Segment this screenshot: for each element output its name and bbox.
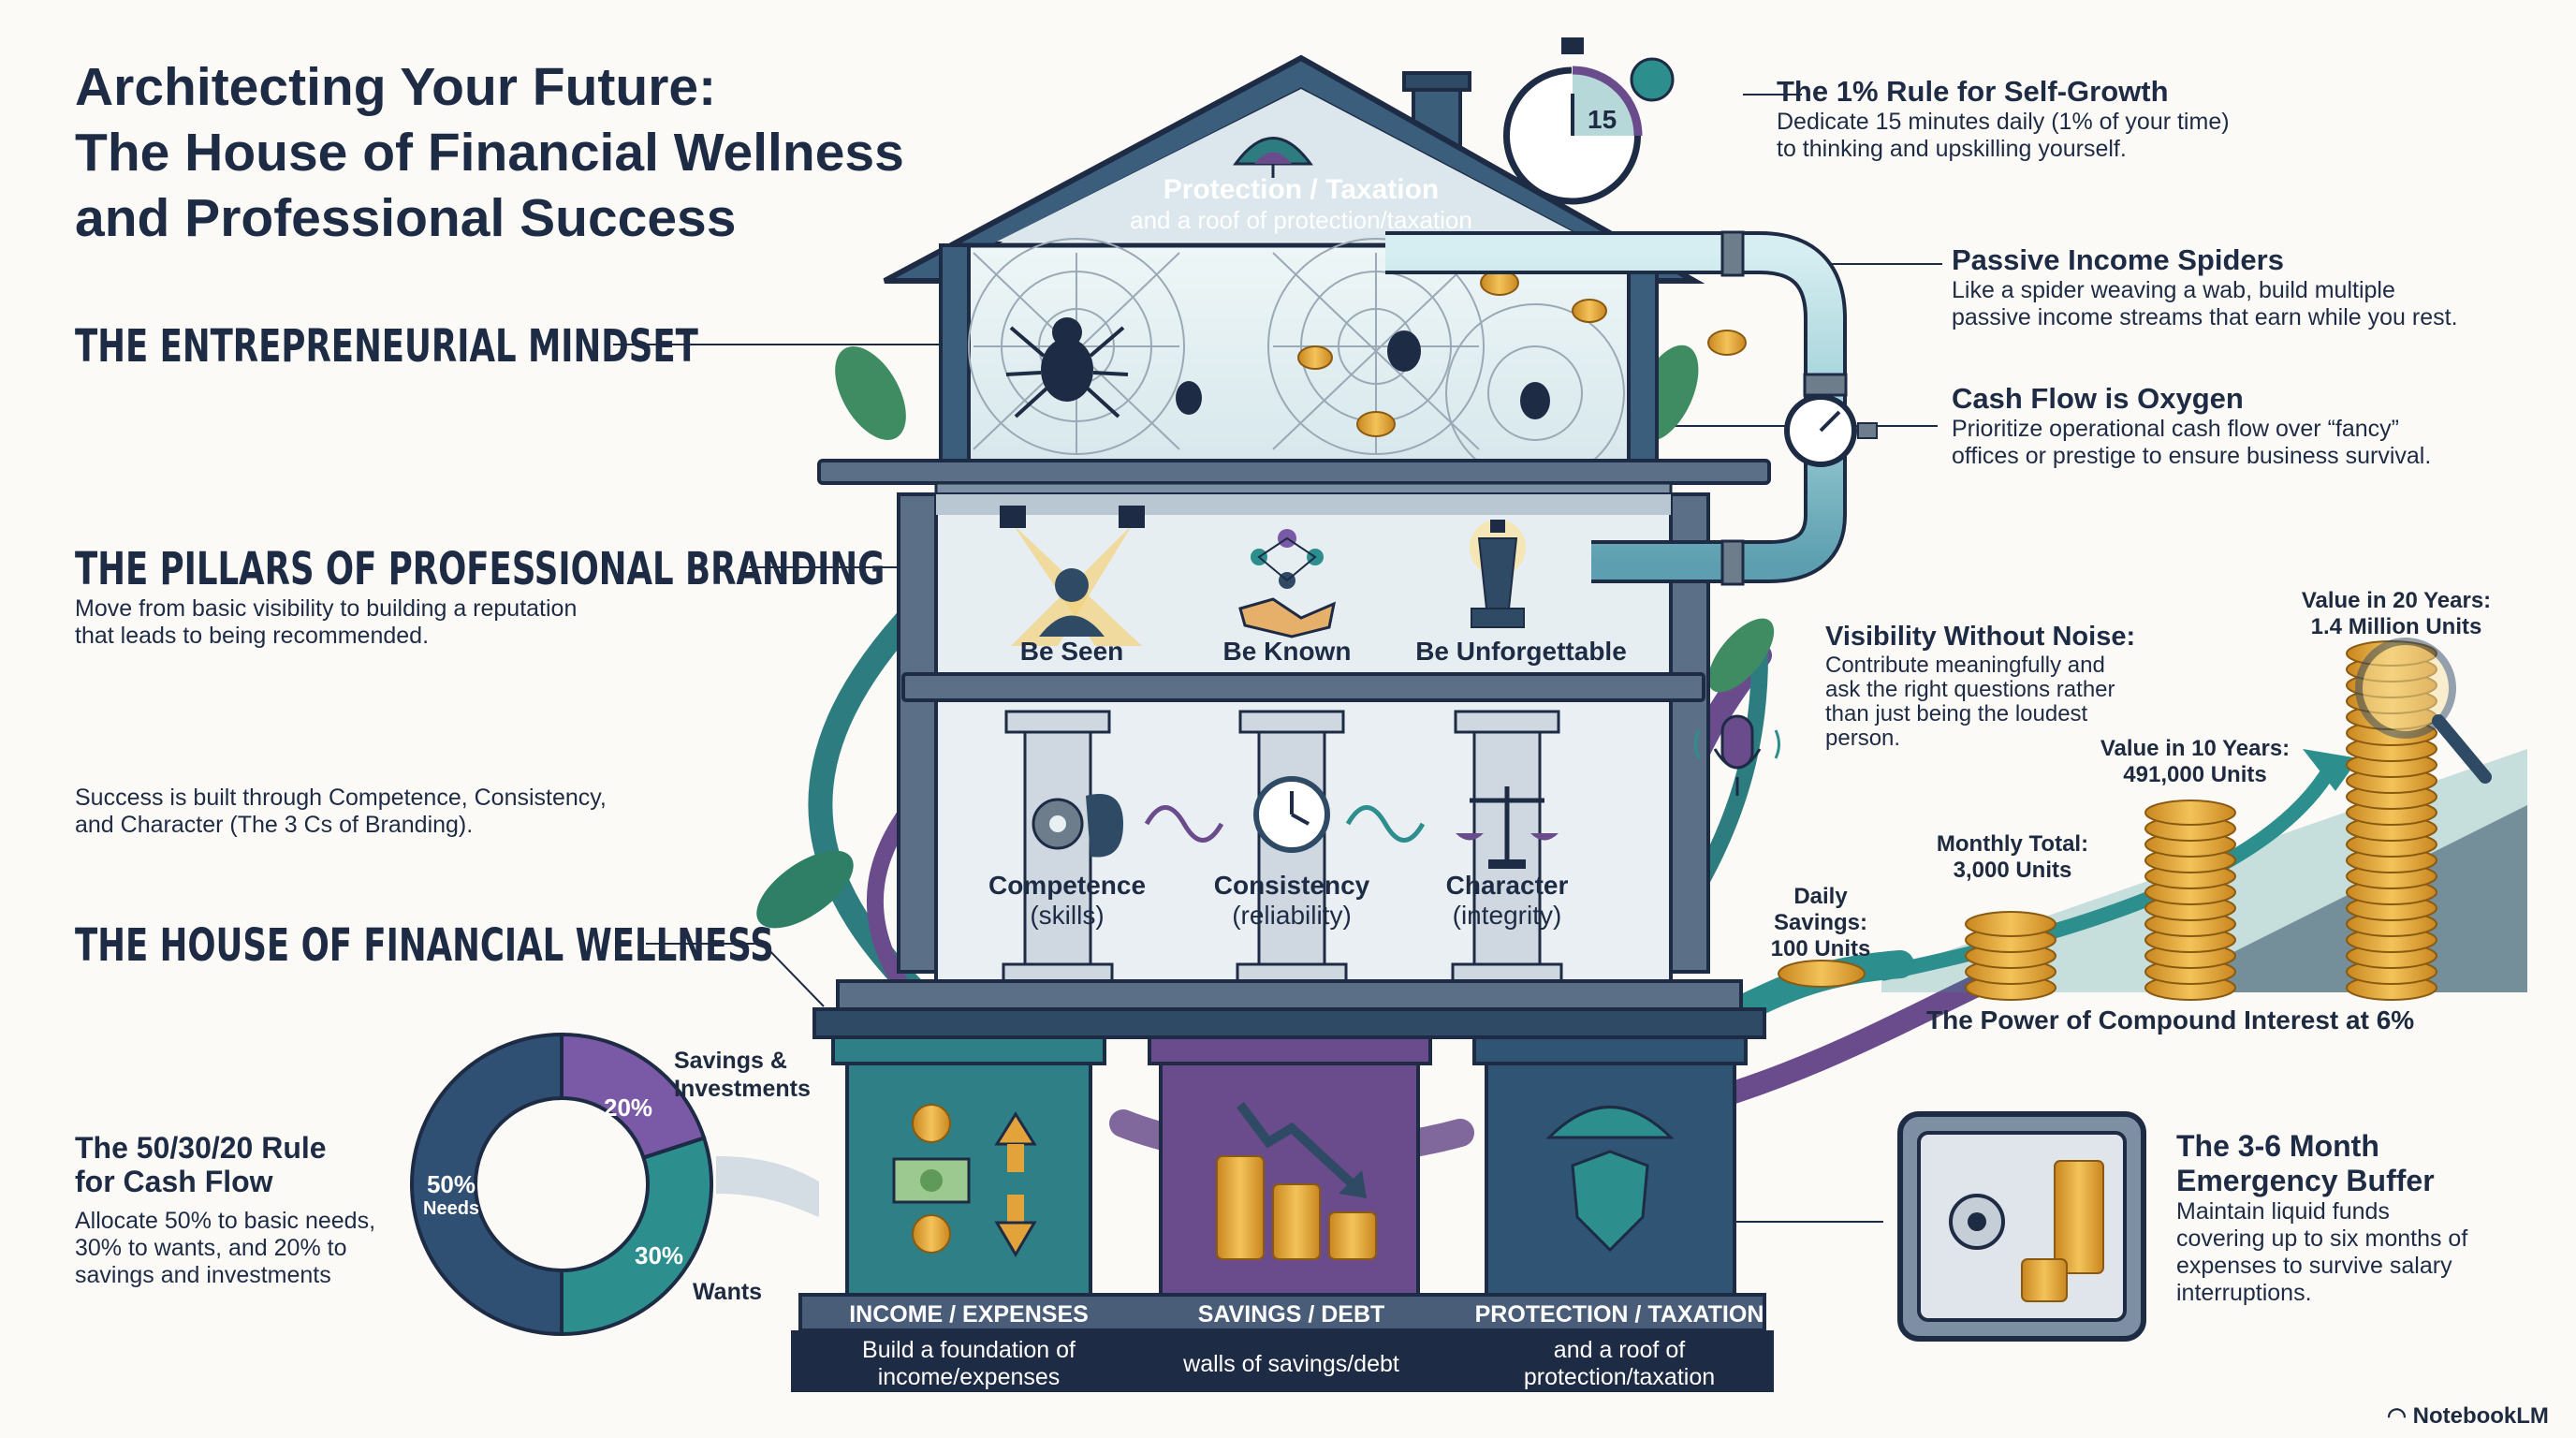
person-spotlight-icon — [1000, 506, 1145, 646]
rule-50-30-20-title: The 50/30/20 Rule for Cash Flow — [75, 1131, 327, 1198]
chess-king-icon — [1470, 520, 1526, 628]
savings-slice — [560, 1032, 707, 1161]
title-line-2: The House of Financial Wellness — [75, 123, 904, 183]
emergency-callout: The 3-6 Month Emergency Buffer Maintain … — [2176, 1129, 2468, 1306]
coin-stack-2-coin — [2144, 800, 2236, 826]
umbrella-shield-icon — [1545, 1106, 1675, 1253]
pillars-description: Move from basic visibility to building a… — [75, 595, 578, 649]
success-description: Success is built through Competence, Con… — [75, 785, 607, 838]
character-label: Character (integrity) — [1445, 871, 1569, 930]
oxygen-pipe — [1385, 230, 1848, 586]
compound-caption: The Power of Compound Interest at 6% — [1926, 1005, 2415, 1034]
falling-coins-icon — [1216, 1102, 1377, 1260]
spider-icons — [1041, 317, 1550, 419]
roof-label: Protection / Taxation and a roof of prot… — [1130, 174, 1472, 234]
passive-income-callout: Passive Income Spiders Like a spider wea… — [1952, 243, 2458, 330]
pressure-gauge-icon — [1784, 394, 1878, 467]
scales-icon — [1456, 786, 1559, 869]
consistency-label: Consistency (reliability) — [1213, 871, 1370, 930]
wants-percent: 30% — [635, 1241, 684, 1269]
title-line-1: Architecting Your Future: — [75, 57, 717, 117]
needs-label: 50% Needs — [423, 1170, 480, 1219]
wants-slice — [560, 1136, 713, 1337]
safe-icon — [1897, 1111, 2146, 1342]
rule-50-30-20-description: Allocate 50% to basic needs, 30% to want… — [75, 1208, 376, 1288]
wants-label: Wants — [693, 1279, 763, 1305]
stopwatch-icon — [1503, 37, 1675, 205]
pillars-heading: THE PILLARS OF PROFESSIONAL BRANDING — [75, 543, 886, 595]
be-unforgettable-label: Be Unforgettable — [1415, 637, 1627, 666]
coin-stack-1-coin — [1965, 911, 2056, 937]
savings-percent: 20% — [604, 1093, 653, 1122]
savings-debt-desc: walls of savings/debt — [1183, 1351, 1399, 1377]
twenty-year-label: Value in 20 Years: 1.4 Million Units — [2301, 588, 2492, 639]
cash-flow-callout: Cash Flow is Oxygen Prioritize operation… — [1952, 382, 2432, 469]
savings-debt-label: SAVINGS / DEBT — [1197, 1301, 1385, 1328]
be-known-label: Be Known — [1222, 637, 1352, 666]
microphone-icon — [1694, 714, 1780, 796]
magnifier-icon — [2355, 638, 2456, 739]
income-expenses-label: INCOME / EXPENSES — [849, 1301, 1089, 1328]
competence-label: Competence (skills) — [988, 871, 1147, 930]
ten-year-label: Value in 10 Years: 491,000 Units — [2100, 736, 2291, 787]
protection-taxation-desc: and a roof of protection/taxation — [1523, 1337, 1716, 1390]
clock-icon — [1253, 776, 1330, 853]
brain-gear-icon — [1032, 794, 1123, 858]
handshake-network-icon — [1238, 529, 1337, 638]
flying-coins — [1297, 270, 1747, 437]
page-title: Architecting Your Future: The House of F… — [75, 54, 904, 251]
umbrella-icon — [1233, 137, 1313, 178]
entrepreneurial-heading: THE ENTREPRENEURIAL MINDSET — [75, 320, 698, 373]
title-line-3: and Professional Success — [75, 188, 737, 248]
notebooklm-icon: ◠ — [2387, 1403, 2413, 1429]
needs-slice — [410, 1032, 564, 1337]
income-expenses-desc: Build a foundation of income/expenses — [862, 1337, 1076, 1390]
money-arrows-icon — [892, 1104, 1037, 1257]
be-seen-label: Be Seen — [1019, 637, 1124, 666]
protection-taxation-label: PROTECTION / TAXATION — [1474, 1301, 1764, 1328]
visibility-callout: Visibility Without Noise: Contribute mea… — [1825, 622, 2136, 751]
stopwatch-value: 15 — [1588, 105, 1617, 134]
compound-growth-chart — [1778, 638, 2527, 1001]
self-growth-callout: The 1% Rule for Self-Growth Dedicate 15 … — [1777, 75, 2230, 162]
savings-label: Savings & Investments — [674, 1048, 811, 1102]
house-heading: THE HOUSE OF FINANCIAL WELLNESS — [75, 919, 774, 972]
donut-chart — [410, 1032, 713, 1337]
notebooklm-logo: ◠ NotebookLM — [2387, 1403, 2549, 1429]
monthly-total-label: Monthly Total: 3,000 Units — [1936, 831, 2089, 883]
daily-savings-label: Daily Savings: 100 Units — [1770, 884, 1871, 961]
